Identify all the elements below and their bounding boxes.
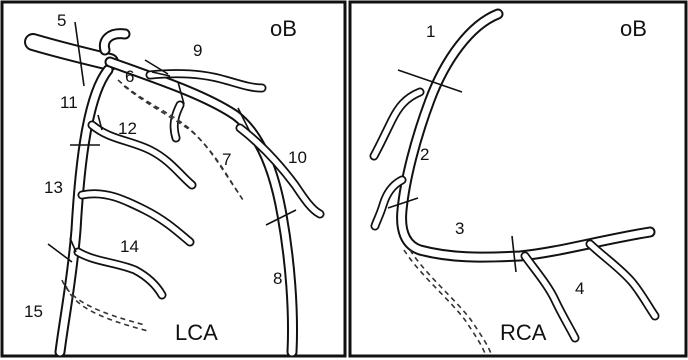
segment-label-3: 3 xyxy=(455,219,464,238)
lca-title: LCA xyxy=(175,320,218,345)
lca-panel: 5 6 9 11 12 7 10 13 14 8 15 oB LCA xyxy=(2,2,345,356)
segment-label-15: 15 xyxy=(24,302,43,321)
lca-view-label: oB xyxy=(270,16,297,41)
dashed-vessel-rca-path-b xyxy=(410,250,492,356)
segment-label-8: 8 xyxy=(273,269,282,288)
segment-label-10: 10 xyxy=(288,148,307,167)
rca-title: RCA xyxy=(500,320,547,345)
segment-label-7: 7 xyxy=(222,150,231,169)
marginal-branch-14 xyxy=(78,252,162,295)
dashed-vessel-15-path-b xyxy=(66,286,148,331)
marginal-branch-13 xyxy=(82,194,190,242)
rca-plv-branch xyxy=(590,244,655,316)
segment-label-4: 4 xyxy=(575,279,584,298)
segment-label-1: 1 xyxy=(426,22,435,41)
segment-label-13: 13 xyxy=(44,178,63,197)
circumflex-vessel xyxy=(60,70,108,352)
rca-main-vessel xyxy=(402,14,650,257)
rca-view-label: oB xyxy=(620,16,647,41)
segment-label-11: 11 xyxy=(60,93,78,112)
segment-label-2: 2 xyxy=(420,145,429,164)
segment-label-14: 14 xyxy=(120,237,139,256)
dashed-vessel-rca-path xyxy=(404,250,486,356)
segment-label-12: 12 xyxy=(118,119,137,138)
rca-panel: 1 2 3 4 oB RCA xyxy=(350,2,686,356)
segment-label-9: 9 xyxy=(193,41,202,60)
segment-label-6: 6 xyxy=(125,67,134,86)
segment-label-5: 5 xyxy=(57,11,66,30)
